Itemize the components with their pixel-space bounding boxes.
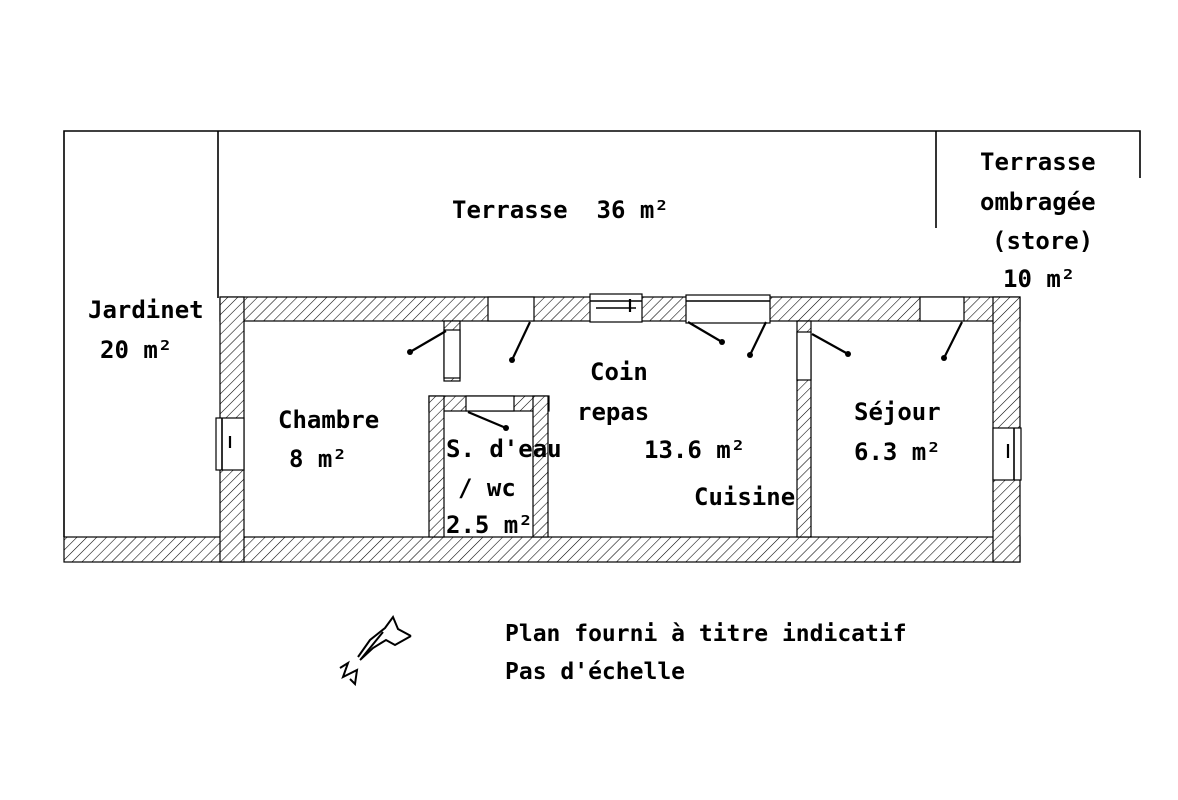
doors (228, 299, 1010, 458)
plan-notes: Plan fourni à titre indicatif Pas d'éche… (505, 621, 907, 685)
label-jardinet-2: 20 m² (100, 336, 172, 364)
label-chambre-2: 8 m² (289, 445, 347, 473)
label-jardinet-1: Jardinet (88, 296, 204, 324)
north-arrow-icon (339, 614, 412, 687)
label-terrasse-ombragee-4: 10 m² (1003, 265, 1075, 293)
label-cuisine: Cuisine (694, 483, 795, 511)
label-terrasse-ombragee-1: Terrasse (980, 148, 1096, 176)
label-sejour-2: 6.3 m² (854, 438, 941, 466)
label-sdeau-3: 2.5 m² (446, 511, 533, 539)
label-chambre-1: Chambre (278, 406, 379, 434)
note-echelle: Pas d'échelle (505, 659, 685, 685)
label-terrasse-ombragee-2: ombragée (980, 188, 1096, 216)
terrace-outline (63, 130, 1141, 537)
label-sejour-1: Séjour (854, 398, 941, 426)
label-coin-1: Coin (590, 358, 648, 386)
label-terrasse-ombragee-3: (store) (992, 227, 1093, 255)
label-sdeau-1: S. d'eau (446, 435, 562, 463)
label-coin-3: 13.6 m² (644, 436, 745, 464)
room-labels: Terrasse 36 m² Terrasse ombragée (store)… (88, 148, 1096, 539)
label-coin-2: repas (577, 398, 649, 426)
label-sdeau-2: / wc (458, 474, 516, 502)
label-terrasse: Terrasse 36 m² (452, 196, 669, 224)
walls (63, 296, 1021, 563)
note-indicatif: Plan fourni à titre indicatif (505, 621, 907, 647)
